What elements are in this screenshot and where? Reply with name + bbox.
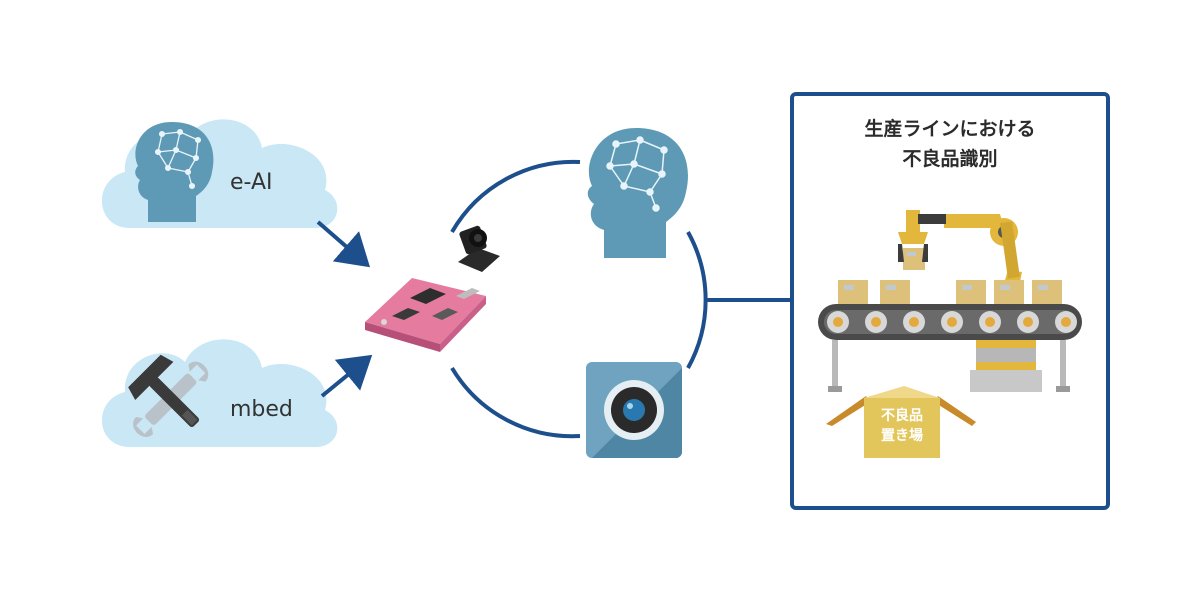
mbed-cloud: mbed	[101, 339, 338, 447]
bin-label-line2: 置き場	[881, 427, 923, 444]
eai-label: e-AI	[230, 170, 273, 195]
ai-head-icon-large	[587, 128, 688, 258]
ai-head-icon	[135, 122, 214, 222]
wrench-hammer-icon	[128, 354, 209, 437]
mbed-label: mbed	[230, 397, 293, 422]
arc-top-left	[450, 159, 581, 233]
arc-right	[686, 231, 708, 369]
panel-title-line2: 不良品識別	[902, 147, 997, 170]
arrow-eai-to-board	[316, 220, 371, 268]
defective-bin: 不良品 置き場	[826, 386, 976, 458]
arc-bottom-left	[450, 366, 581, 439]
camera-board-icon	[365, 225, 500, 352]
production-line-panel: 生産ラインにおける 不良品識別	[790, 92, 1110, 510]
bin-label-line1: 不良品	[881, 407, 923, 424]
eai-cloud: e-AI	[101, 119, 338, 228]
panel-title-line1: 生産ラインにおける	[864, 117, 1035, 140]
camera-icon	[586, 362, 682, 458]
boxes-on-belt	[838, 280, 1062, 304]
conveyor-icon	[818, 304, 1082, 392]
arrow-mbed-to-board	[320, 354, 373, 398]
